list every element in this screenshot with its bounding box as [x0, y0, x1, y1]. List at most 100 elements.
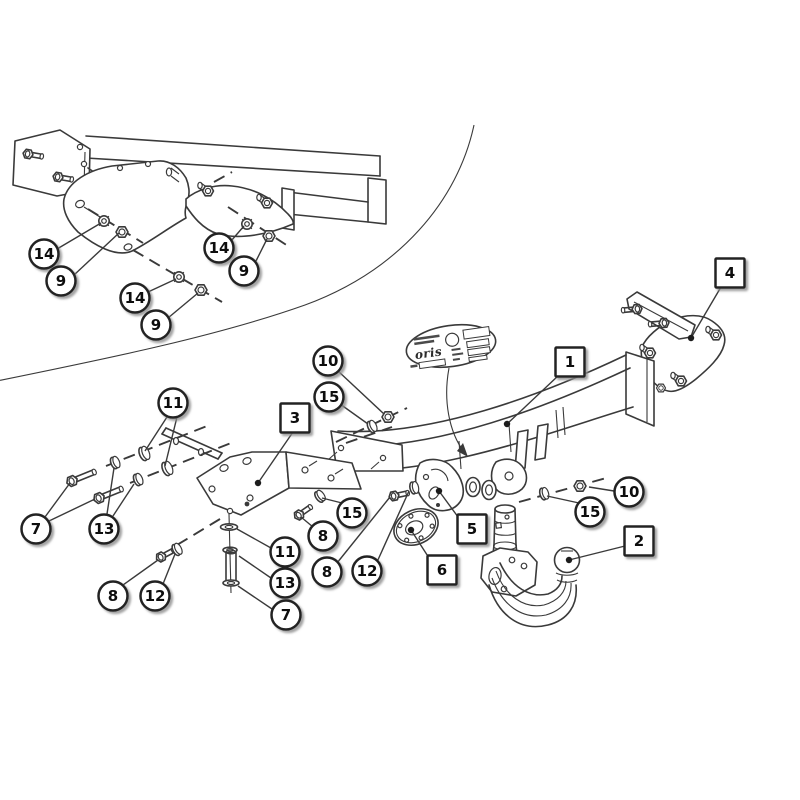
callout-15: 15: [313, 381, 345, 413]
callout-13: 13: [269, 567, 301, 599]
callout-9: 9: [140, 309, 172, 341]
leader-line: [257, 431, 294, 484]
callout-number: 14: [34, 245, 55, 263]
fastener-number-circle: [336, 497, 368, 529]
callout-number: 11: [275, 543, 296, 561]
fastener-number-circle: [20, 513, 52, 545]
callout-2: 2: [623, 525, 655, 557]
fastener-number-circle: [269, 536, 301, 568]
fastener-number-circle: [270, 599, 302, 631]
leader-lines: [44, 222, 722, 610]
leader-line: [106, 467, 115, 515]
center-hanger-bracket: [465, 423, 549, 501]
callout-8: 8: [97, 580, 129, 612]
callout-number: 10: [318, 352, 339, 370]
release-cam-part5: [414, 458, 464, 512]
leader-dot: [565, 556, 573, 564]
part-number-box: [456, 513, 488, 545]
lock-washer: [173, 270, 185, 284]
callout-9: 9: [228, 255, 260, 287]
fastener-number-circle: [613, 476, 645, 508]
callout-15: 15: [574, 496, 606, 528]
callout-10: 10: [613, 476, 645, 508]
leader-line: [300, 516, 314, 528]
callout-1: 1: [554, 346, 586, 378]
label-arrowhead: [457, 443, 468, 457]
callout-6: 6: [426, 554, 458, 586]
leader-dot: [254, 479, 262, 487]
callout-number: 7: [281, 606, 291, 624]
leader-line: [339, 403, 369, 425]
callout-8: 8: [311, 556, 343, 588]
flange-plate-part6: [393, 507, 439, 547]
side-panel: [285, 451, 362, 490]
crossbar-beam-part1: [328, 351, 667, 472]
label-leader: [446, 367, 465, 453]
part-number-box: [714, 257, 746, 289]
type-label: oris: [405, 323, 497, 457]
callout-3: 3: [279, 402, 311, 434]
leader-line: [337, 370, 385, 415]
fastener-number-circle: [203, 232, 235, 264]
callout-12: 12: [139, 580, 171, 612]
fastener-number-circle: [307, 520, 339, 552]
callout-7: 7: [20, 513, 52, 545]
leader-line: [506, 374, 560, 425]
leader-line: [238, 555, 272, 579]
leader-line: [237, 585, 273, 610]
part-number-box: [279, 402, 311, 434]
chassis-rail-upper: [85, 135, 381, 177]
leader-line: [122, 559, 159, 586]
leader-line: [167, 292, 199, 319]
callout-14: 14: [203, 232, 235, 264]
callout-5: 5: [456, 513, 488, 545]
callout-number: 12: [145, 587, 166, 605]
part-number-box: [554, 346, 586, 378]
leader-line: [336, 496, 391, 564]
lock-washer: [98, 215, 110, 227]
callout-15: 15: [336, 497, 368, 529]
leader-line: [112, 483, 135, 517]
leader-line: [254, 238, 268, 264]
callout-number: 10: [619, 483, 640, 501]
bottom-left-bolt: [153, 541, 185, 565]
callout-7: 7: [270, 599, 302, 631]
fastener-number-circle: [313, 381, 345, 413]
fastener-number-circle: [97, 580, 129, 612]
leader-line: [321, 497, 343, 504]
nut: [262, 230, 276, 242]
callout-14: 14: [28, 238, 60, 270]
washer: [312, 488, 328, 505]
callout-number: 13: [275, 574, 296, 592]
leader-line: [164, 416, 178, 467]
leader-line: [48, 498, 96, 522]
brand-text: oris: [414, 344, 443, 362]
leader-line: [162, 553, 176, 585]
leader-line: [568, 545, 626, 561]
callout-number: 9: [239, 262, 249, 280]
callout-10: 10: [312, 345, 344, 377]
washer: [169, 541, 185, 558]
callout-number: 5: [467, 520, 477, 538]
inset-chassis-bracket: [62, 160, 295, 254]
part-number-box: [426, 554, 458, 586]
fastener-number-circle: [157, 387, 189, 419]
fastener-number-circle: [228, 255, 260, 287]
beam-left-nut: [335, 407, 408, 443]
leader-line: [147, 278, 177, 293]
callout-number: 9: [56, 272, 66, 290]
callout-number: 14: [125, 289, 146, 307]
callout-number: 15: [342, 504, 363, 522]
spacer-stack: [171, 513, 240, 594]
callout-12: 12: [351, 555, 383, 587]
callout-number: 9: [151, 316, 161, 334]
callout-number: 8: [108, 587, 118, 605]
callout-number: 6: [437, 561, 447, 579]
callout-number: 14: [209, 239, 230, 257]
callout-9: 9: [45, 265, 77, 297]
leader-line: [73, 232, 120, 276]
fastener-number-circle: [311, 556, 343, 588]
